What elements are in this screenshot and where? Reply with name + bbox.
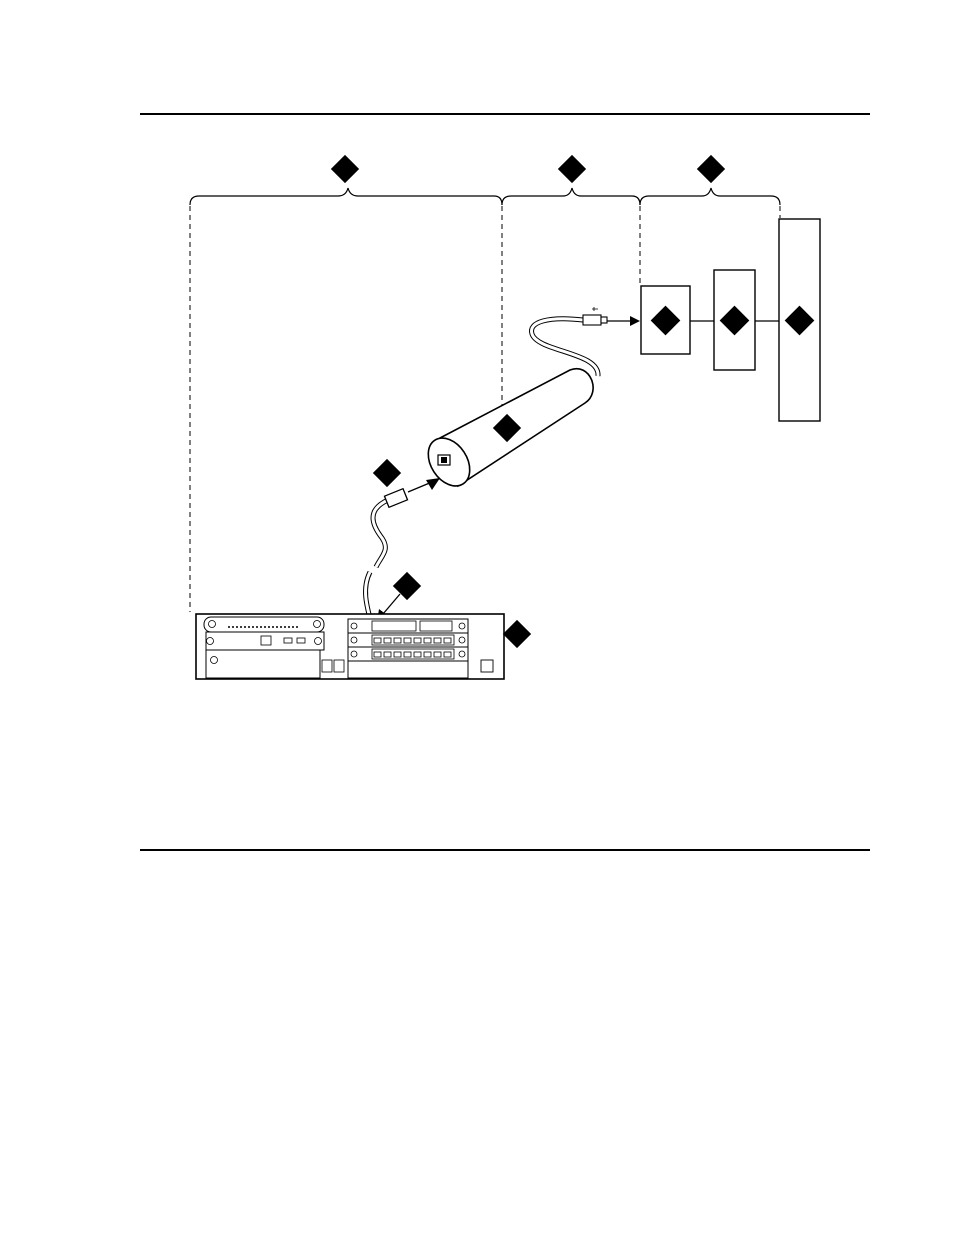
callout-marker-port — [393, 572, 421, 600]
callout-marker-chassis — [503, 620, 531, 648]
callout-marker-bracket-left — [331, 155, 359, 183]
network-chassis-icon — [196, 614, 504, 679]
modular-plug-icon — [366, 478, 440, 626]
callout-marker-bracket-right — [697, 155, 725, 183]
bracket-right — [640, 188, 780, 205]
arrow-to-box-1 — [607, 316, 640, 326]
dashed-guides — [190, 206, 780, 612]
callout-marker-bracket-middle — [558, 155, 586, 183]
bracket-left — [190, 188, 502, 205]
usb-connector-icon — [531, 307, 607, 376]
callout-marker-plug — [373, 459, 401, 487]
bracket-middle — [502, 188, 640, 205]
